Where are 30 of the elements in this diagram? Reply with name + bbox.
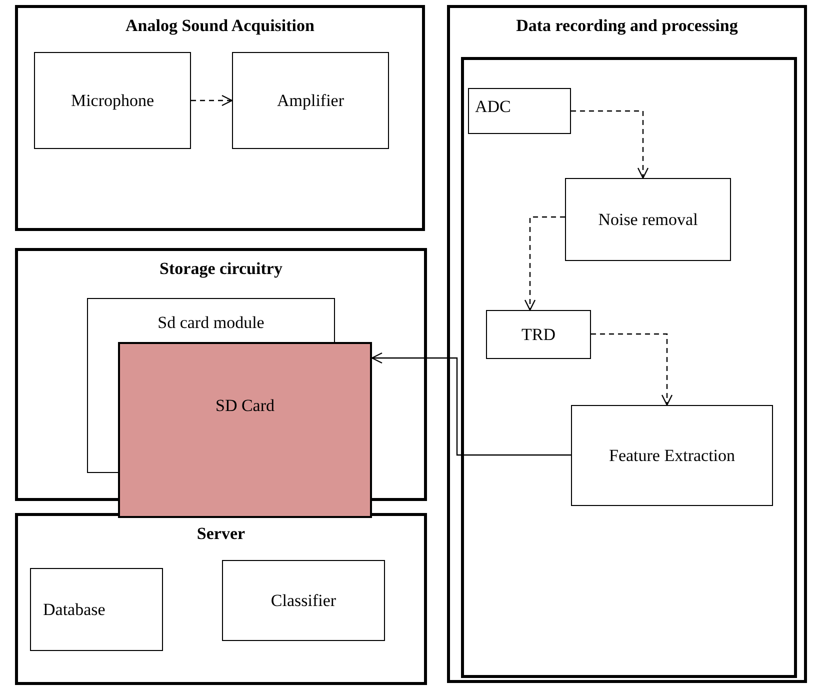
process-box <box>232 52 389 149</box>
process-box <box>468 88 571 134</box>
panel-title: Analog Sound Acquisition <box>124 16 316 36</box>
arrow <box>524 216 565 311</box>
box-label: Noise removal <box>597 210 699 230</box>
box-label: SD Card <box>214 396 276 416</box>
process-box <box>571 405 773 506</box>
panel-title: Server <box>196 524 246 544</box>
panel <box>15 513 427 685</box>
box-label: Classifier <box>270 590 338 610</box>
arrow <box>571 110 649 179</box>
box-label: Sd card module <box>156 313 266 333</box>
process-box <box>34 52 191 149</box>
box-label: ADC <box>475 97 511 117</box>
arrow <box>191 94 233 106</box>
sd-card-box <box>118 342 372 518</box>
box-label: Feature Extraction <box>608 446 736 466</box>
box-label: Database <box>43 600 106 620</box>
arrow <box>591 333 673 406</box>
process-box <box>30 568 163 651</box>
panel-title: Storage circuitry <box>158 259 284 279</box>
panel-title: Data recording and processing <box>515 16 739 36</box>
process-box <box>565 178 731 261</box>
arrow <box>371 352 571 456</box>
process-box <box>486 310 591 359</box>
box-label: Microphone <box>70 90 156 110</box>
box-label: Amplifier <box>276 90 346 110</box>
process-box <box>222 560 385 641</box>
panel <box>15 5 425 231</box>
box-label: TRD <box>520 324 556 344</box>
